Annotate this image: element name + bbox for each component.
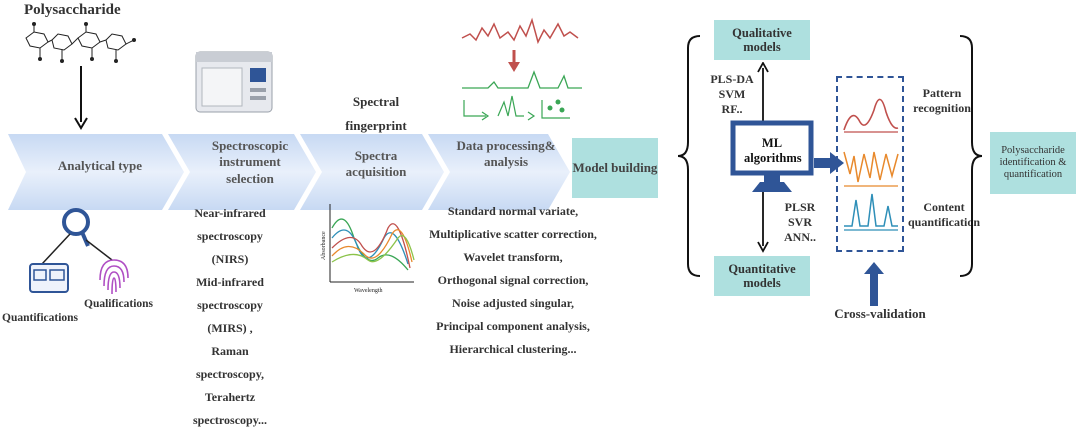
up-arrow-icon bbox=[757, 62, 769, 122]
qualifications-label: Qualifications bbox=[84, 298, 154, 310]
quantitative-models-box: Quantitative models bbox=[714, 256, 810, 296]
step-label-analytical-type: Analytical type bbox=[57, 158, 143, 173]
result-spectra-icon bbox=[843, 98, 899, 231]
list-item: Raman bbox=[211, 344, 249, 358]
step-label-instrument-selection: Spectroscopic instrument selection bbox=[211, 138, 289, 186]
list-item: Multiplicative scatter correction, bbox=[429, 227, 597, 241]
list-item: (NIRS) bbox=[211, 252, 249, 266]
pattern-recognition-label: Pattern recognition bbox=[913, 86, 971, 115]
step-chevron-4 bbox=[428, 134, 570, 210]
qual-algorithms-list: PLS-DA SVM RF.. bbox=[708, 72, 756, 117]
instrument-list: Near-infrared spectroscopy (NIRS) Mid-in… bbox=[180, 202, 280, 432]
absorbance-axis-label: Absorbance bbox=[321, 231, 327, 260]
list-item: Wavelet transform, bbox=[463, 250, 563, 264]
cross-validation-arrow-icon bbox=[864, 262, 884, 306]
polysaccharide-structure-icon bbox=[25, 22, 136, 63]
spectral-fingerprint-label: Spectral fingerprint bbox=[345, 94, 407, 133]
qualitative-models-label: Qualitative models bbox=[732, 25, 792, 54]
list-item: Standard normal variate, bbox=[447, 204, 579, 218]
analytical-type-icons bbox=[29, 208, 129, 295]
step-label-data-processing: Data processing& analysis bbox=[456, 138, 556, 170]
down-arrow-icon bbox=[74, 66, 88, 130]
step-chevron-1 bbox=[8, 134, 184, 210]
spectra-results-box bbox=[836, 76, 904, 252]
list-item: spectroscopy... bbox=[192, 413, 268, 427]
spectra-processing-icon bbox=[461, 17, 582, 121]
list-item: Orthogonal signal correction, bbox=[437, 273, 589, 287]
step-chevron-3 bbox=[300, 134, 444, 210]
list-item: (MIRS) , bbox=[207, 321, 253, 335]
content-quantification-label: Content quantification bbox=[907, 200, 980, 229]
monitor-icon bbox=[730, 120, 814, 192]
step-label-spectra-acquisition: Spectra acquisition bbox=[345, 148, 407, 180]
list-item: Mid-infrared bbox=[196, 275, 264, 289]
list-item: spectroscopy, bbox=[195, 367, 265, 381]
cross-validation-label: Cross-validation bbox=[834, 306, 926, 321]
wavelength-axis-label: Wavelength bbox=[354, 288, 383, 294]
outcome-box: Polysaccharide identification & quantifi… bbox=[990, 132, 1076, 194]
left-brace bbox=[677, 35, 701, 277]
list-item: Principal component analysis, bbox=[436, 319, 590, 333]
qualitative-models-box: Qualitative models bbox=[714, 20, 810, 60]
process-flow-band bbox=[8, 134, 570, 210]
list-item: Hierarchical clustering... bbox=[449, 342, 577, 356]
list-item: SVM bbox=[718, 87, 746, 101]
list-item: Near-infrared bbox=[194, 206, 266, 220]
model-building-box: Model building bbox=[572, 138, 658, 198]
list-item: PLS-DA bbox=[710, 72, 754, 86]
list-item: ANN.. bbox=[784, 230, 816, 244]
model-building-label: Model building bbox=[572, 159, 658, 175]
magnifier-icon bbox=[62, 208, 90, 236]
right-brace bbox=[959, 35, 983, 277]
quantitative-models-label: Quantitative models bbox=[728, 261, 796, 290]
scale-icon bbox=[29, 263, 69, 293]
down-arrow-icon bbox=[757, 190, 769, 253]
step-chevron-2 bbox=[168, 134, 316, 210]
list-item: spectroscopy bbox=[197, 229, 263, 243]
list-item: Noise adjusted singular, bbox=[452, 296, 574, 310]
list-item: SVR bbox=[787, 215, 812, 229]
fingerprint-icon bbox=[99, 259, 129, 295]
processing-methods-list: Standard normal variate, Multiplicative … bbox=[424, 200, 602, 361]
absorbance-plot: Absorbance Wavelength bbox=[321, 204, 415, 294]
list-item: Terahertz bbox=[204, 390, 256, 404]
spectrometer-icon bbox=[195, 51, 273, 113]
quant-algorithms-list: PLSR SVR ANN.. bbox=[776, 200, 824, 245]
list-item: spectroscopy bbox=[197, 298, 263, 312]
ml-algorithms-label: ML algorithms bbox=[744, 136, 802, 165]
title: Polysaccharide bbox=[24, 2, 121, 18]
quantifications-label: Quantifications bbox=[2, 312, 79, 324]
list-item: RF.. bbox=[721, 102, 743, 116]
list-item: PLSR bbox=[784, 200, 816, 214]
outcome-label: Polysaccharide identification & quantifi… bbox=[999, 144, 1067, 181]
